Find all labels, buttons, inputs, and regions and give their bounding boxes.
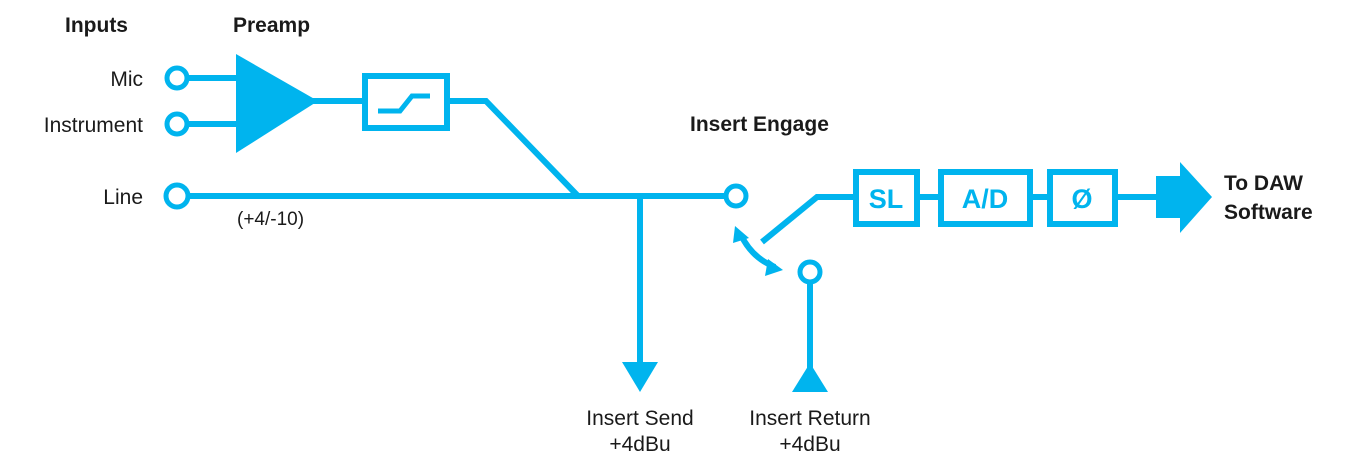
insert-send-level: +4dBu [609,433,670,456]
phase-label: Ø [1071,184,1092,214]
line-level-label: (+4/-10) [237,209,304,230]
switch-arm-wire [760,194,856,245]
sl-label: SL [869,184,904,214]
sl-block: SL [853,169,920,227]
insert-engage-contact-icon [723,183,749,209]
instrument-jack-icon [164,111,190,137]
insert-engage-header: Insert Engage [690,113,829,136]
switch-arc-arrow-down [765,259,783,276]
insert-return-arrow-icon [792,363,828,392]
insert-send-arrow-icon [622,362,658,392]
output-label-line1: To DAW [1224,172,1303,195]
switch-arc-arrow-up [733,226,749,243]
input-jacks [163,65,823,285]
insert-return-label: Insert Return [749,407,870,430]
preamp-triangle-icon [236,54,318,153]
inputs-header: Inputs [65,14,128,37]
high-pass-filter-block [362,73,450,131]
mic-jack-icon [164,65,190,91]
preamp-header: Preamp [233,14,310,37]
mic-input-label: Mic [110,68,143,91]
high-pass-filter-icon [378,93,430,114]
phase-block: Ø [1047,169,1118,227]
output-arrow-icon [1156,162,1212,233]
output-label-line2: Software [1224,201,1313,224]
line-input-label: Line [103,186,143,209]
ad-converter-block: A/D [938,169,1033,227]
insert-send-label: Insert Send [586,407,693,430]
insert-return-level: +4dBu [779,433,840,456]
instrument-input-label: Instrument [44,114,143,137]
ad-label: A/D [962,184,1009,214]
line-jack-icon [163,182,191,210]
filter-to-bus-wire [449,98,581,199]
insert-return-contact-icon [797,259,823,285]
